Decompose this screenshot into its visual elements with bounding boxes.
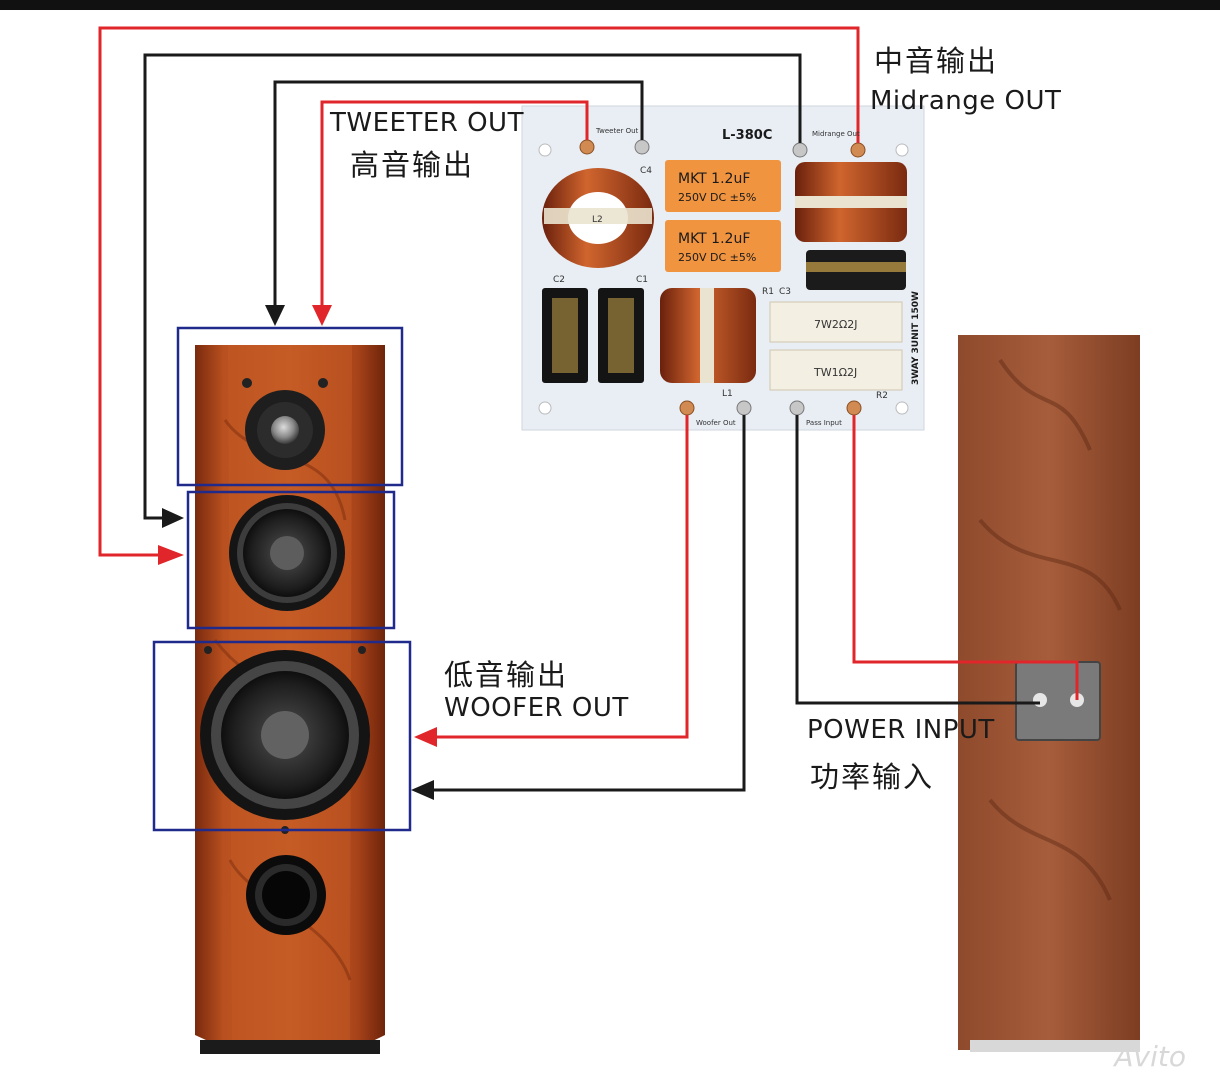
arrow-tweeter-negative bbox=[265, 305, 285, 326]
ref-l1: L1 bbox=[722, 389, 733, 399]
resistor-r2 bbox=[769, 349, 903, 391]
capacitor-c1 bbox=[598, 288, 644, 383]
arrow-woofer-positive bbox=[414, 727, 437, 747]
board-term-tweeter: Tweeter Out bbox=[595, 127, 639, 135]
cap1-rating: 250V DC ±5% bbox=[678, 191, 756, 204]
arrow-tweeter-positive bbox=[312, 305, 332, 326]
crossover-board bbox=[521, 105, 925, 431]
ref-r2: R2 bbox=[876, 391, 888, 401]
woofer-out-label: WOOFER OUT bbox=[444, 693, 629, 723]
capacitor-mkt-2 bbox=[665, 220, 781, 272]
ref-c4: C4 bbox=[640, 166, 652, 176]
tweeter-driver bbox=[242, 378, 328, 470]
wiring bbox=[98, 26, 1079, 792]
woofer-highlight-box bbox=[152, 640, 412, 832]
power-input-label: POWER INPUT bbox=[807, 715, 995, 745]
cap2-rating: 250V DC ±5% bbox=[678, 251, 756, 264]
top-bar bbox=[0, 0, 1220, 10]
tweeter-out-label: TWEETER OUT bbox=[330, 108, 524, 138]
wire-input-positive bbox=[852, 415, 1079, 700]
terminal-woofer-plus bbox=[679, 400, 695, 416]
tweeter-out-label-zh: 高音输出 bbox=[350, 148, 475, 182]
inductor-l2 bbox=[542, 168, 654, 268]
input-terminal-plate bbox=[1015, 661, 1101, 741]
wire-tweeter-negative bbox=[273, 80, 644, 308]
capacitor-c2 bbox=[542, 288, 588, 383]
watermark: Avito bbox=[1114, 1040, 1186, 1073]
terminal-midrange-minus bbox=[792, 142, 808, 158]
board-term-midrange: Midrange Out bbox=[812, 130, 860, 138]
midrange-driver bbox=[229, 495, 345, 611]
arrow-midrange-negative bbox=[162, 508, 184, 528]
inductor-midrange bbox=[795, 162, 907, 242]
resistor2-label: TW1Ω2J bbox=[813, 366, 857, 379]
front-speaker-cabinet bbox=[195, 345, 385, 1054]
cap2-label: MKT 1.2uF bbox=[678, 231, 750, 247]
woofer-driver bbox=[200, 646, 370, 834]
resistor1-label: 7W2Ω2J bbox=[814, 318, 858, 331]
midrange-out-label: Midrange OUT bbox=[870, 86, 1062, 116]
terminal-woofer-minus bbox=[736, 400, 752, 416]
board-term-woofer: Woofer Out bbox=[696, 419, 736, 427]
power-input-label-zh: 功率输入 bbox=[810, 760, 935, 794]
board-term-input: Pass Input bbox=[806, 419, 842, 427]
ref-l2: L2 bbox=[592, 215, 603, 225]
terminal-midrange-plus bbox=[850, 142, 866, 158]
board-printing: L-380C Tweeter Out Midrange Out Woofer O… bbox=[553, 127, 921, 427]
wire-woofer-negative bbox=[432, 415, 746, 792]
wire-tweeter-positive bbox=[320, 100, 589, 308]
wire-woofer-positive bbox=[435, 415, 689, 739]
ref-c3: C3 bbox=[779, 287, 791, 297]
capacitor-mkt-1 bbox=[665, 160, 781, 212]
wire-midrange-negative bbox=[143, 53, 802, 520]
cap1-label: MKT 1.2uF bbox=[678, 171, 750, 187]
terminal-input-plus bbox=[846, 400, 862, 416]
board-side-text: 3WAY 3UNIT 150W bbox=[911, 291, 921, 385]
resistor-r1 bbox=[769, 301, 903, 343]
terminal-tweeter-plus bbox=[579, 139, 595, 155]
woofer-out-label-zh: 低音输出 bbox=[444, 658, 569, 692]
tweeter-highlight-box bbox=[176, 326, 404, 487]
terminal-tweeter-minus bbox=[634, 139, 650, 155]
ref-c1: C1 bbox=[636, 275, 648, 285]
ref-c2: C2 bbox=[553, 275, 565, 285]
terminal-input-minus bbox=[789, 400, 805, 416]
arrow-woofer-negative bbox=[411, 780, 434, 800]
wire-midrange-positive bbox=[98, 26, 860, 557]
wire-input-negative bbox=[795, 415, 1040, 705]
capacitor-bipolar bbox=[806, 250, 906, 290]
ref-r1: R1 bbox=[762, 287, 774, 297]
inductor-l1 bbox=[660, 288, 756, 383]
arrow-midrange-positive bbox=[158, 545, 184, 565]
rear-speaker-cabinet bbox=[958, 335, 1140, 1052]
bass-port bbox=[246, 855, 326, 935]
board-model: L-380C bbox=[722, 128, 772, 143]
midrange-out-label-zh: 中音输出 bbox=[874, 44, 999, 78]
midrange-highlight-box bbox=[186, 490, 396, 630]
